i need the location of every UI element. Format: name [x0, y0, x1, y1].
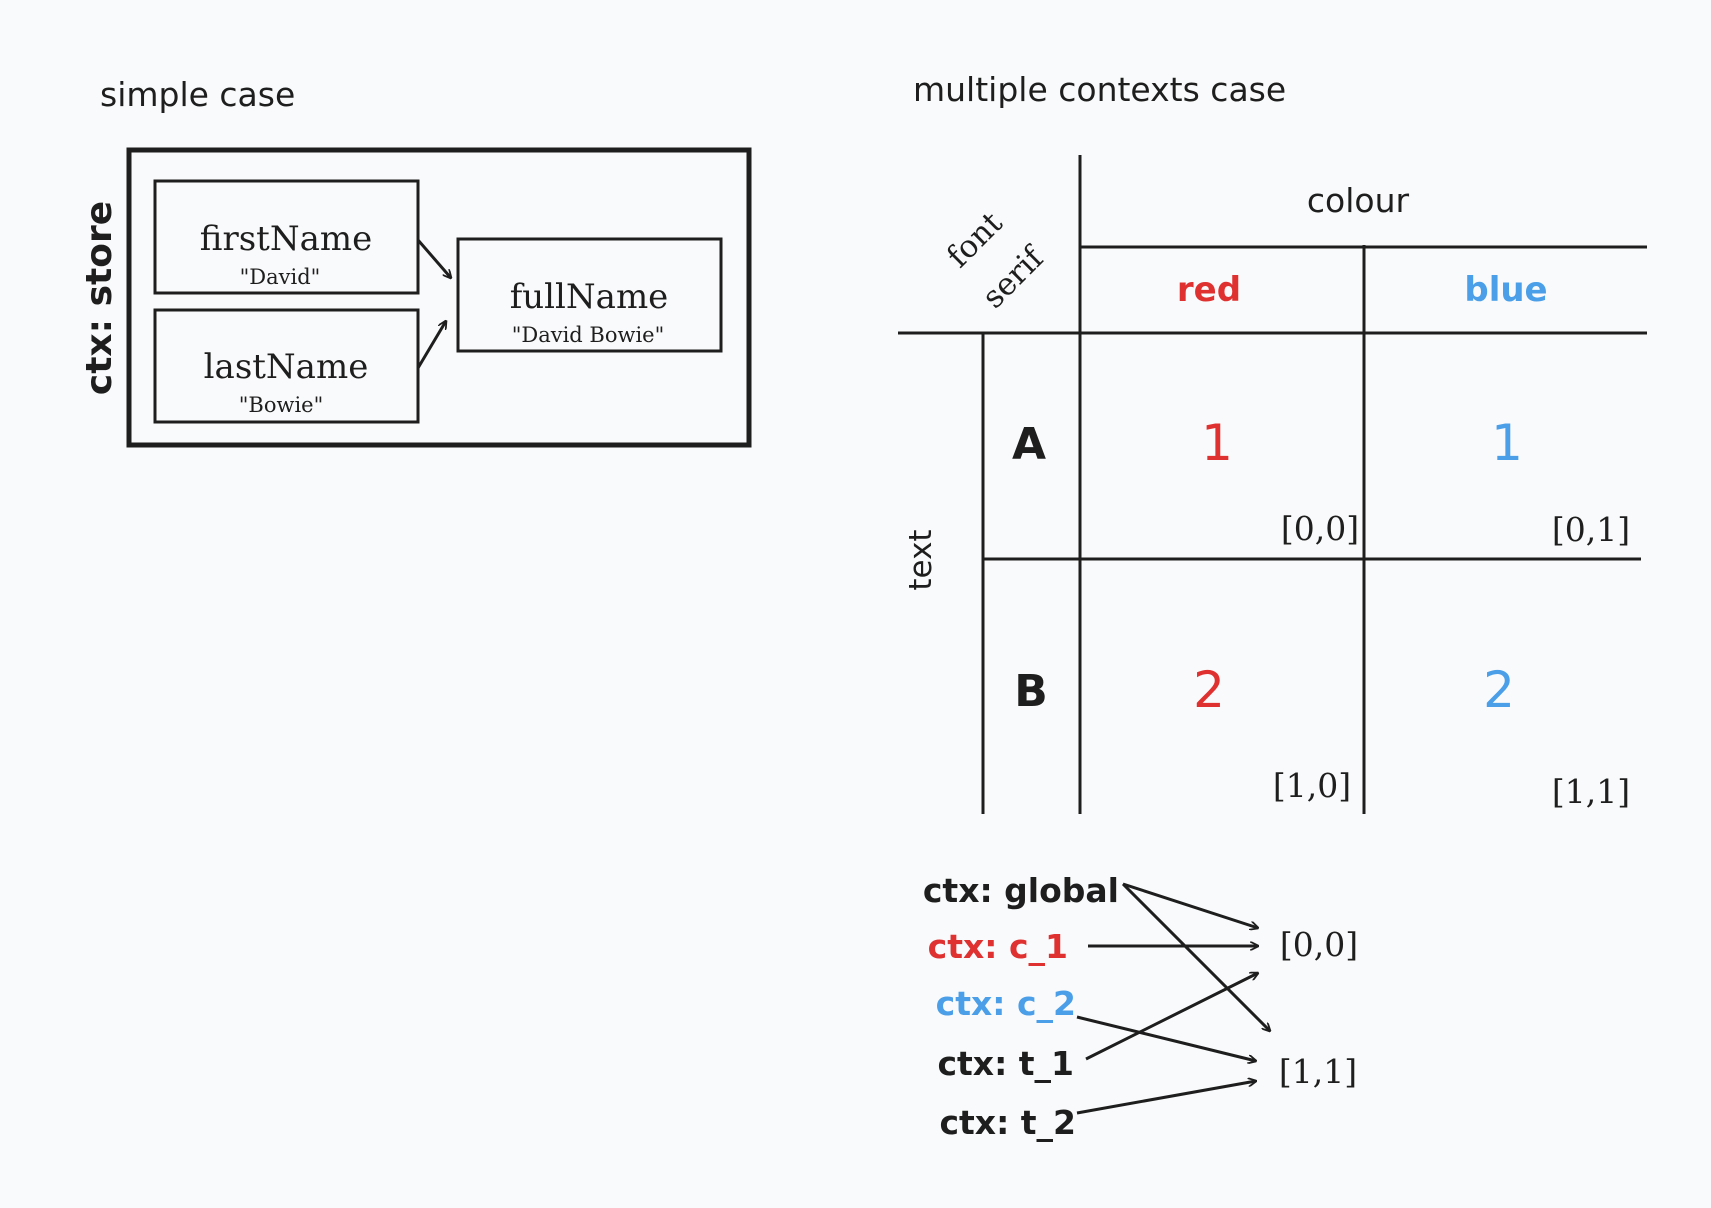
arrow-global-to-00: [1122, 882, 1258, 928]
full-name-label: fullName: [510, 277, 669, 317]
arrow-first-to-full: [416, 239, 451, 278]
cell-a-blue-value: 1: [1491, 414, 1523, 472]
cell-a-red-value: 1: [1201, 414, 1233, 472]
last-name-label: lastName: [204, 347, 369, 387]
cell-b-red-index: [1,0]: [1273, 766, 1351, 805]
simple-case-title: simple case: [100, 75, 295, 114]
axis-text-label: text: [903, 529, 939, 590]
store-box: [126, 147, 752, 448]
target-11-label: [1,1]: [1279, 1052, 1357, 1091]
context-c2-label: ctx: c_2: [936, 984, 1076, 1023]
context-t1-label: ctx: t_1: [937, 1044, 1074, 1083]
cell-a-red-index: [0,0]: [1281, 509, 1359, 548]
full-name-node: [456, 237, 723, 353]
multi-case: multiple contexts case font serif colour…: [898, 70, 1647, 814]
context-c1-label: ctx: c_1: [928, 927, 1068, 966]
column-red-header: red: [1177, 270, 1241, 310]
context-mapping: ctx: global ctx: c_1 ctx: c_2 ctx: t_1 c…: [923, 871, 1358, 1142]
simple-case: simple case ctx: store firstName "David"…: [79, 75, 752, 448]
arrow-last-to-full: [416, 321, 446, 369]
column-blue-header: blue: [1464, 270, 1547, 310]
context-t2-label: ctx: t_2: [939, 1103, 1076, 1142]
cell-b-blue-value: 2: [1483, 661, 1515, 719]
store-label: ctx: store: [79, 201, 120, 395]
arrow-global-to-11: [1121, 882, 1270, 1031]
cell-b-red-value: 2: [1193, 661, 1225, 719]
first-name-value: "David": [240, 265, 321, 289]
arrow-t1-to-00: [1085, 971, 1258, 1061]
axis-font-label: font: [940, 205, 1010, 275]
row-a-header: A: [1012, 419, 1046, 470]
cell-a-blue-index: [0,1]: [1552, 510, 1630, 549]
last-name-value: "Bowie": [239, 393, 324, 417]
multi-case-title: multiple contexts case: [913, 70, 1286, 109]
row-b-header: B: [1014, 666, 1048, 717]
cell-b-blue-index: [1,1]: [1552, 772, 1630, 811]
arrow-c2-to-11: [1076, 1015, 1256, 1061]
target-00-label: [0,0]: [1280, 925, 1358, 964]
first-name-node: [153, 179, 420, 295]
arrow-t2-to-11: [1076, 1081, 1256, 1115]
first-name-label: firstName: [200, 219, 372, 259]
context-global-label: ctx: global: [923, 871, 1119, 910]
axis-colour-label: colour: [1307, 181, 1410, 220]
full-name-value: "David Bowie": [512, 323, 665, 347]
